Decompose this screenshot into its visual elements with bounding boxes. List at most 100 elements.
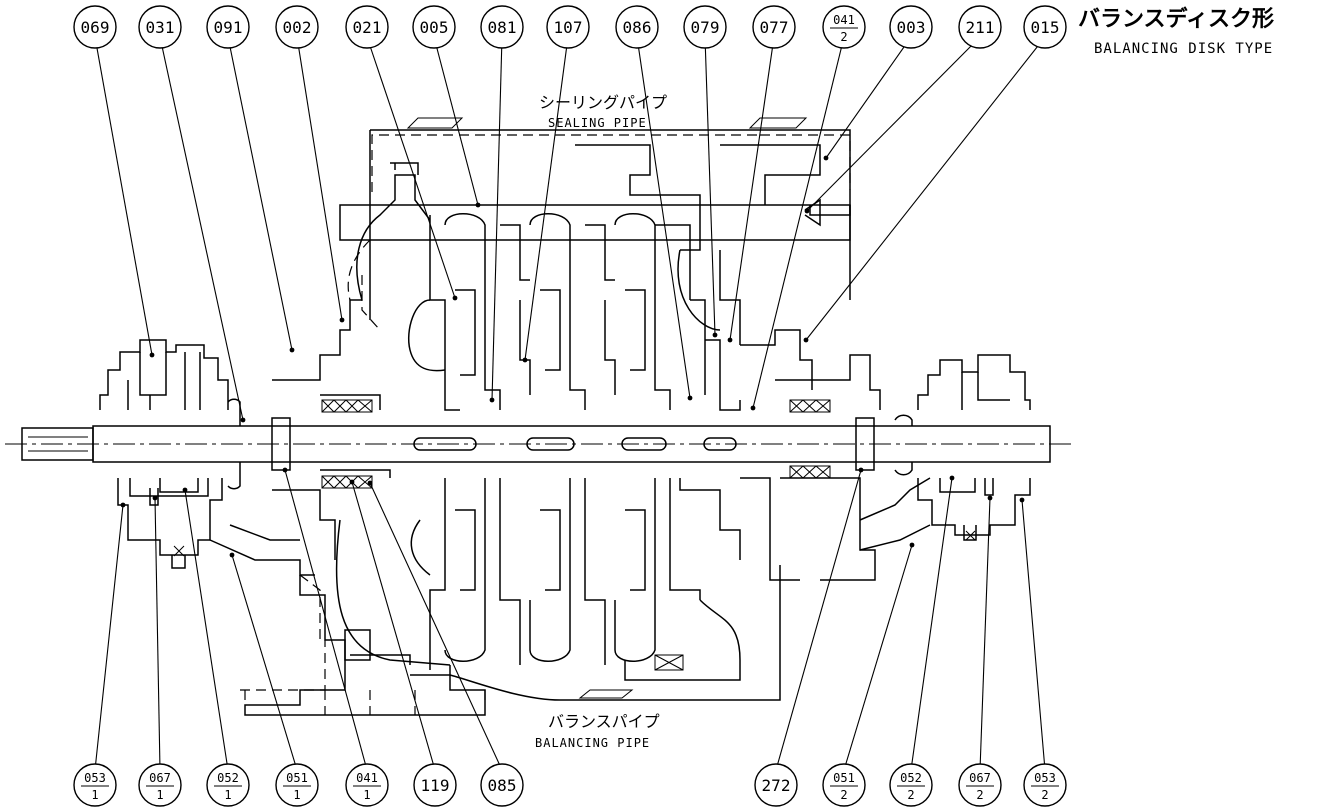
part-callout: 272 bbox=[754, 763, 798, 807]
sealing-pipe bbox=[347, 117, 851, 331]
part-callout: 085 bbox=[480, 763, 524, 807]
callout-bubble bbox=[206, 763, 250, 807]
part-callout: 211 bbox=[958, 5, 1002, 49]
callout-part-number: 107 bbox=[554, 18, 583, 37]
callout-part-suffix: 1 bbox=[91, 788, 98, 802]
part-callout: 086 bbox=[615, 5, 659, 49]
part-callout: 081 bbox=[480, 5, 524, 49]
callout-part-number: 119 bbox=[421, 776, 450, 795]
title-japanese: バランスディスク形 bbox=[1078, 6, 1274, 32]
callout-part-number: 085 bbox=[488, 776, 517, 795]
callout-part-number: 272 bbox=[762, 776, 791, 795]
callout-bubble bbox=[1023, 763, 1067, 807]
stage-casings-lower bbox=[410, 465, 931, 681]
callout-bubble bbox=[275, 763, 319, 807]
callout-part-number: 079 bbox=[691, 18, 720, 37]
part-callout: 031 bbox=[138, 5, 182, 49]
leader-arrowheads bbox=[120, 155, 1025, 558]
part-callout: 069 bbox=[73, 5, 117, 49]
right-bearing-housing bbox=[859, 354, 1031, 551]
callout-part-number: 052 bbox=[900, 771, 922, 785]
callout-part-number: 086 bbox=[623, 18, 652, 37]
part-callout: 107 bbox=[546, 5, 590, 49]
callout-bubble bbox=[275, 5, 319, 49]
callout-bubble bbox=[958, 763, 1002, 807]
callout-part-number: 051 bbox=[833, 771, 855, 785]
callout-part-number: 067 bbox=[149, 771, 171, 785]
callout-bubble bbox=[1023, 5, 1067, 49]
callout-part-number: 053 bbox=[84, 771, 106, 785]
pump-base bbox=[240, 640, 416, 715]
callout-part-number: 091 bbox=[214, 18, 243, 37]
balancing-pipe-label: バランスパイプ BALANCING PIPE bbox=[535, 712, 660, 750]
part-callout: 002 bbox=[275, 5, 319, 49]
callout-bubble bbox=[822, 5, 866, 49]
callout-bubble bbox=[754, 763, 798, 807]
callout-bubble bbox=[889, 763, 933, 807]
callout-part-number: 053 bbox=[1034, 771, 1056, 785]
callout-part-suffix: 2 bbox=[976, 788, 983, 802]
callout-bubble bbox=[480, 5, 524, 49]
leader-lines bbox=[94, 36, 1046, 771]
callout-part-number: 015 bbox=[1031, 18, 1060, 37]
callout-part-number: 051 bbox=[286, 771, 308, 785]
callout-bubble bbox=[345, 5, 389, 49]
callout-part-suffix: 2 bbox=[840, 30, 847, 44]
balancing-pipe bbox=[244, 565, 781, 705]
callout-part-number: 052 bbox=[217, 771, 239, 785]
part-callout: 021 bbox=[345, 5, 389, 49]
callout-bubble bbox=[73, 5, 117, 49]
callout-bubble bbox=[73, 763, 117, 807]
part-callout: 005 bbox=[412, 5, 456, 49]
title-english: BALANCING DISK TYPE bbox=[1094, 41, 1273, 57]
callout-part-number: 002 bbox=[283, 18, 312, 37]
callout-part-suffix: 1 bbox=[224, 788, 231, 802]
callout-bubble bbox=[615, 5, 659, 49]
callout-bubble bbox=[412, 5, 456, 49]
part-callout: 015 bbox=[1023, 5, 1067, 49]
callout-part-number: 069 bbox=[81, 18, 110, 37]
callout-bubble bbox=[480, 763, 524, 807]
callout-bubble bbox=[138, 5, 182, 49]
callout-bubble bbox=[138, 763, 182, 807]
sealing-pipe-label-jp: シーリングパイプ bbox=[539, 93, 667, 112]
callout-part-number: 041 bbox=[833, 13, 855, 27]
callout-part-number: 005 bbox=[420, 18, 449, 37]
callout-part-suffix: 1 bbox=[156, 788, 163, 802]
left-bearing-housing bbox=[99, 339, 315, 576]
callout-bubble bbox=[413, 763, 457, 807]
callout-bubble bbox=[889, 5, 933, 49]
callout-bubble bbox=[752, 5, 796, 49]
callout-part-suffix: 1 bbox=[363, 788, 370, 802]
callout-part-number: 003 bbox=[897, 18, 926, 37]
callout-part-number: 041 bbox=[356, 771, 378, 785]
part-callout: 079 bbox=[683, 5, 727, 49]
callout-part-suffix: 2 bbox=[907, 788, 914, 802]
part-callout: 091 bbox=[206, 5, 250, 49]
stage-casings-upper bbox=[339, 129, 881, 413]
callout-part-number: 067 bbox=[969, 771, 991, 785]
callout-bubble bbox=[345, 763, 389, 807]
callout-part-number: 211 bbox=[966, 18, 995, 37]
sealing-pipe-label: シーリングパイプ SEALING PIPE bbox=[539, 93, 667, 130]
balancing-pipe-label-jp: バランスパイプ bbox=[548, 712, 660, 731]
callout-bubble bbox=[546, 5, 590, 49]
callout-bubble bbox=[683, 5, 727, 49]
part-callout: 003 bbox=[889, 5, 933, 49]
part-callout: 119 bbox=[413, 763, 457, 807]
callout-bubble bbox=[822, 763, 866, 807]
pump-assembly bbox=[5, 117, 1075, 716]
callout-part-number: 031 bbox=[146, 18, 175, 37]
callout-part-suffix: 1 bbox=[293, 788, 300, 802]
